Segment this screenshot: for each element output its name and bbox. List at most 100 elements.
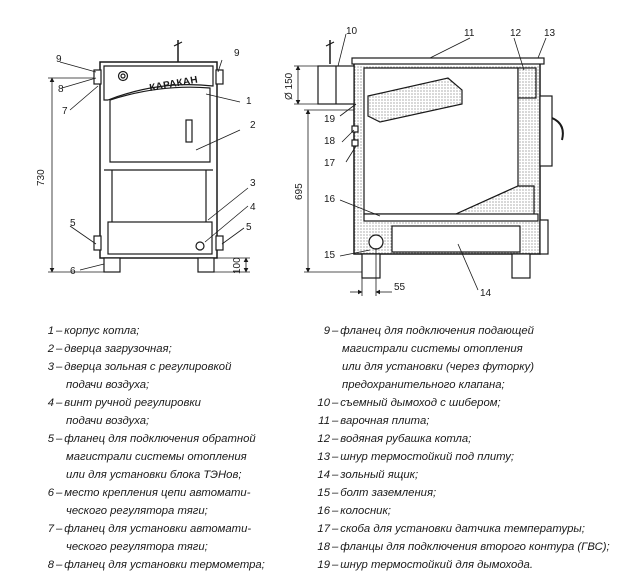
legend-item: 8–фланец для установки термометра; [34, 556, 304, 574]
legend-right-column: 9–фланец для подключения подающей магистр… [310, 322, 636, 574]
legend-text: фланец для установки термометра; [64, 559, 265, 571]
legend-number: 9 [323, 325, 330, 337]
callout-11: 11 [464, 28, 475, 39]
legend-dash: – [56, 523, 63, 535]
legend-number: 15 [317, 487, 330, 499]
legend-number: 1 [47, 325, 54, 337]
ash-pan [391, 225, 521, 253]
legend-item: 12–водяная рубашка котла; [310, 430, 636, 448]
dim-flue: Ø 150 [284, 72, 295, 100]
legend-dash: – [56, 559, 63, 571]
legend-item: 1–корпус котла; [34, 322, 304, 340]
legend-text: болт заземления; [340, 487, 437, 499]
front-view [93, 40, 224, 273]
legend-dash: – [56, 343, 63, 355]
callout-9a: 9 [56, 54, 62, 65]
legend-text-continued: подачи воздуха; [66, 379, 150, 391]
legend-item: 18–фланцы для подключения второго контур… [310, 538, 636, 556]
legend-number: 8 [47, 559, 54, 571]
legend-number: 4 [47, 397, 54, 409]
legend-dash: – [332, 469, 339, 481]
section-leg-left [361, 253, 381, 279]
legend-dash: – [332, 541, 339, 553]
baffle [367, 77, 463, 123]
cooking-plate [351, 57, 545, 65]
legend-text: корпус котла; [64, 325, 140, 337]
legend-text: шнур термостойкий под плиту; [340, 451, 515, 463]
loading-door [109, 86, 211, 163]
air-screw [195, 241, 205, 251]
callout-13: 13 [544, 28, 556, 39]
legend-item: 5–фланец для подключения обратной [34, 430, 304, 448]
callout-6: 6 [70, 266, 76, 277]
legend-dash: – [56, 487, 63, 499]
ash-door [107, 221, 213, 255]
legend-number: 18 [317, 541, 330, 553]
legend-dash: – [332, 523, 339, 535]
callout-10: 10 [346, 26, 358, 37]
legend-number: 17 [317, 523, 330, 535]
callout-4: 4 [250, 202, 256, 213]
legend-dash: – [332, 325, 339, 337]
boiler-drawing: КАРАКАН 9 9 8 7 1 2 3 4 5 5 6 730 100 [36, 26, 564, 299]
legend-item: 7–фланец для установки автомати- [34, 520, 304, 538]
legend-text: водяная рубашка котла; [340, 433, 472, 445]
legend-text-continued: или для установки блока ТЭНов; [66, 469, 242, 481]
callout-12: 12 [510, 28, 522, 39]
legend-text-continued: или для установки (через футорку) [342, 361, 535, 373]
callout-9b: 9 [234, 48, 240, 59]
legend-number: 11 [318, 415, 330, 427]
dim-height-front: 730 [36, 169, 47, 186]
return-flange [368, 234, 384, 250]
legend-number: 14 [317, 469, 330, 481]
legend-text-continued: магистрали системы отопления [342, 343, 523, 355]
legend-number: 10 [317, 397, 330, 409]
legend-text-continued: предохранительного клапана; [342, 379, 505, 391]
legend-item: 16–колосник; [310, 502, 636, 520]
legend-number: 2 [47, 343, 54, 355]
callout-5b: 5 [246, 222, 252, 233]
flange-bottom-right [215, 235, 224, 251]
legend-text: дверца зольная с регулировкой [64, 361, 232, 373]
legend-text-continued: подачи воздуха; [66, 415, 150, 427]
callout-3: 3 [250, 178, 256, 189]
legend-number: 19 [317, 559, 330, 571]
door-handle [185, 119, 193, 143]
thermometer-flange [117, 70, 129, 82]
section-leg-right [511, 253, 531, 279]
callout-5a: 5 [70, 218, 76, 229]
legend-dash: – [56, 433, 63, 445]
legend-dash: – [332, 451, 339, 463]
legend-text-continued: ческого регулятора тяги; [66, 541, 208, 553]
legend-text: шнур термостойкий для дымохода. [340, 559, 533, 571]
callout-19: 19 [324, 114, 336, 125]
legend-item: 15–болт заземления; [310, 484, 636, 502]
legend-item: 14–зольный ящик; [310, 466, 636, 484]
legend-dash: – [332, 559, 339, 571]
legend-item: 6–место крепления цепи автомати- [34, 484, 304, 502]
legend-item: 4–винт ручной регулировки [34, 394, 304, 412]
legend-dash: – [332, 505, 339, 517]
legend-left-column: 1–корпус котла;2–дверца загрузочная;3–дв… [34, 322, 304, 574]
legend-item: 17–скоба для установки датчика температу… [310, 520, 636, 538]
callout-14: 14 [480, 288, 492, 299]
legend-number: 7 [47, 523, 54, 535]
legend-number: 3 [47, 361, 54, 373]
legend-item: 9–фланец для подключения подающей [310, 322, 636, 340]
legend-item: 19–шнур термостойкий для дымохода. [310, 556, 636, 574]
legend-text: колосник; [340, 505, 391, 517]
legend-number: 13 [317, 451, 330, 463]
flange-top-right [215, 69, 224, 85]
callout-16: 16 [324, 194, 336, 205]
legend-text: варочная плита; [340, 415, 430, 427]
legend-text: фланцы для подключения второго контура (… [340, 541, 610, 553]
legend-text: дверца загрузочная; [64, 343, 172, 355]
grate [363, 213, 539, 222]
section-loading-door [539, 95, 553, 167]
legend-dash: – [56, 325, 63, 337]
legend-dash: – [56, 397, 63, 409]
front-leg-right [197, 257, 215, 273]
legend-text: фланец для подключения обратной [64, 433, 256, 445]
legend-item: 13–шнур термостойкий под плиту; [310, 448, 636, 466]
legend-text: фланец для установки автомати- [64, 523, 252, 535]
